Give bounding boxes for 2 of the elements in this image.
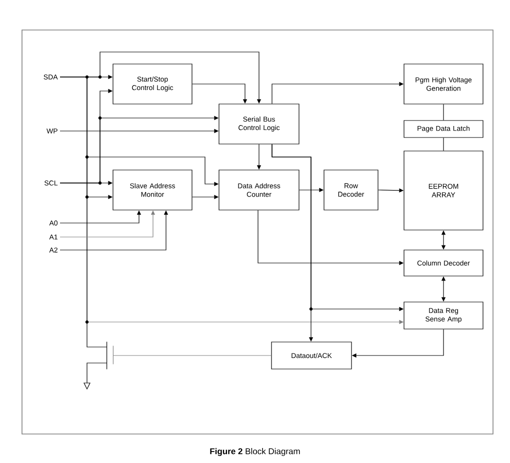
figure-caption: Figure 2 Block Diagram <box>210 448 300 456</box>
transistor-symbol <box>106 342 114 370</box>
